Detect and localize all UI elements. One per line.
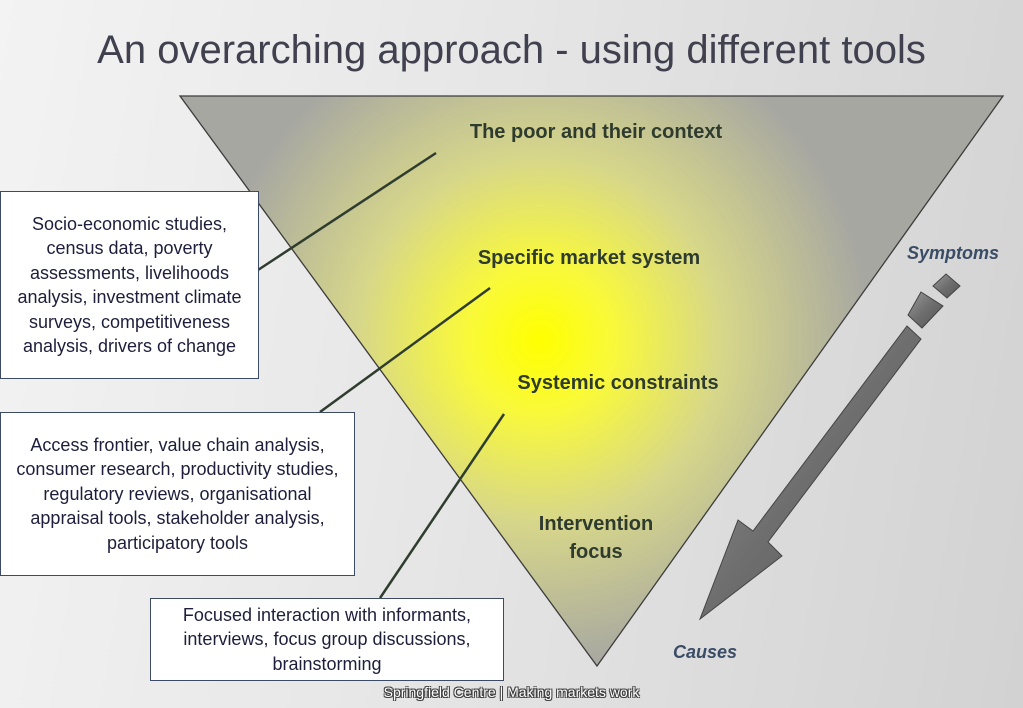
symptoms-to-causes-arrow xyxy=(698,273,961,621)
footer-text: Springfield Centre | Making markets work xyxy=(383,684,640,700)
symptoms-label: Symptoms xyxy=(907,243,1000,263)
arrow-segment-medium xyxy=(907,291,944,329)
causes-label: Causes xyxy=(673,642,738,662)
arrow-segment-small xyxy=(932,273,961,299)
tool-box-context: Socio-economic studies, census data, pov… xyxy=(0,191,259,379)
funnel-triangle xyxy=(178,95,1005,668)
tool-box-constraints: Focused interaction with informants, int… xyxy=(150,598,504,681)
slide-title: An overarching approach - using differen… xyxy=(97,28,926,72)
level-label-systemic-constraints: Systemic constraints xyxy=(517,372,719,394)
tool-box-market-system: Access frontier, value chain analysis, c… xyxy=(0,412,355,576)
connector-line-market xyxy=(319,286,491,414)
arrow-shaft-and-head xyxy=(698,325,922,621)
connector-line-constraints xyxy=(378,413,506,599)
connector-line-context xyxy=(257,151,437,272)
level-label-context: The poor and their context xyxy=(469,121,723,143)
level-label-market-system: Specific market system xyxy=(477,247,701,269)
level-label-intervention-focus: Intervention focus xyxy=(538,513,654,563)
